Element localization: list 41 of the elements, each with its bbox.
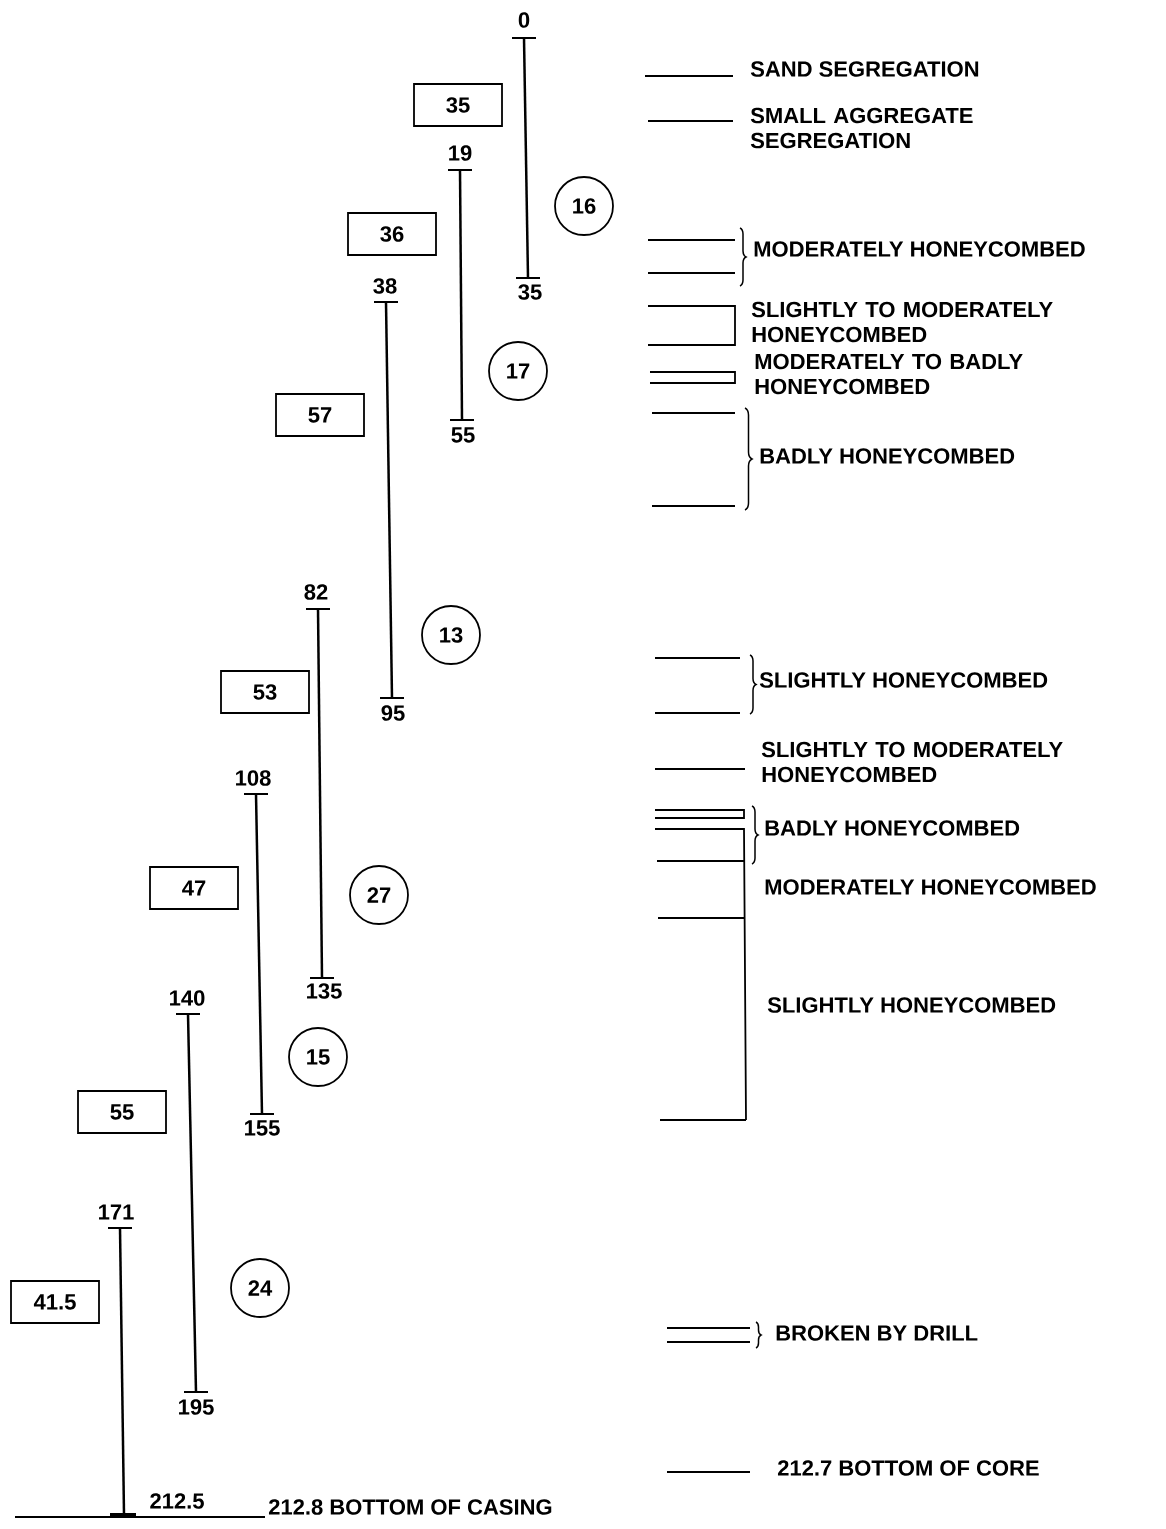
number-box: 35: [413, 83, 503, 127]
description-label: SMALL AGGREGATE SEGREGATION: [750, 107, 973, 149]
depth-number: 212.5: [150, 1493, 204, 1509]
depth-number: 95: [381, 705, 405, 721]
depth-number: 195: [179, 1399, 214, 1415]
circled-number: 24: [230, 1258, 290, 1318]
depth-number: 0: [518, 12, 530, 28]
circled-number: 17: [488, 341, 548, 401]
depth-number: 108: [236, 770, 271, 786]
description-label: SLIGHTLY TO MODERATELY HONEYCOMBED: [761, 741, 1063, 783]
description-label: SLIGHTLY TO MODERATELY HONEYCOMBED: [751, 301, 1053, 343]
circled-number: 27: [349, 865, 409, 925]
depth-number: 19: [449, 145, 472, 161]
circled-number: 13: [421, 605, 481, 665]
depth-number: 135: [307, 983, 342, 999]
description-label: SLIGHTLY HONEYCOMBED: [759, 672, 1048, 688]
description-label: SAND SEGREGATION: [750, 61, 979, 77]
number-box: 36: [347, 212, 437, 256]
number-box: 47: [149, 866, 239, 910]
description-label: BROKEN BY DRILL: [776, 1325, 978, 1341]
description-label: 212.7 BOTTOM OF CORE: [777, 1460, 1039, 1476]
depth-number: 171: [99, 1204, 134, 1220]
number-box: 55: [77, 1090, 167, 1134]
number-box: 41.5: [10, 1280, 100, 1324]
depth-number: 155: [245, 1120, 280, 1136]
circled-number: 16: [554, 176, 614, 236]
depth-number: 82: [304, 584, 328, 600]
description-label: MODERATELY HONEYCOMBED: [765, 879, 1096, 895]
description-label: MODERATELY TO BADLY HONEYCOMBED: [755, 353, 1023, 395]
number-box: 53: [220, 670, 310, 714]
description-label: MODERATELY HONEYCOMBED: [754, 241, 1085, 257]
description-label: 212.8 BOTTOM OF CASING: [268, 1499, 552, 1515]
depth-number: 35: [518, 284, 542, 300]
number-box: 57: [275, 393, 365, 437]
depth-number: 55: [451, 427, 475, 443]
depth-number: 38: [373, 278, 397, 294]
circled-number: 15: [288, 1027, 348, 1087]
description-label: BADLY HONEYCOMBED: [760, 448, 1015, 464]
depth-number: 140: [170, 990, 205, 1006]
description-label: BADLY HONEYCOMBED: [765, 820, 1020, 836]
description-label: SLIGHTLY HONEYCOMBED: [767, 997, 1056, 1013]
